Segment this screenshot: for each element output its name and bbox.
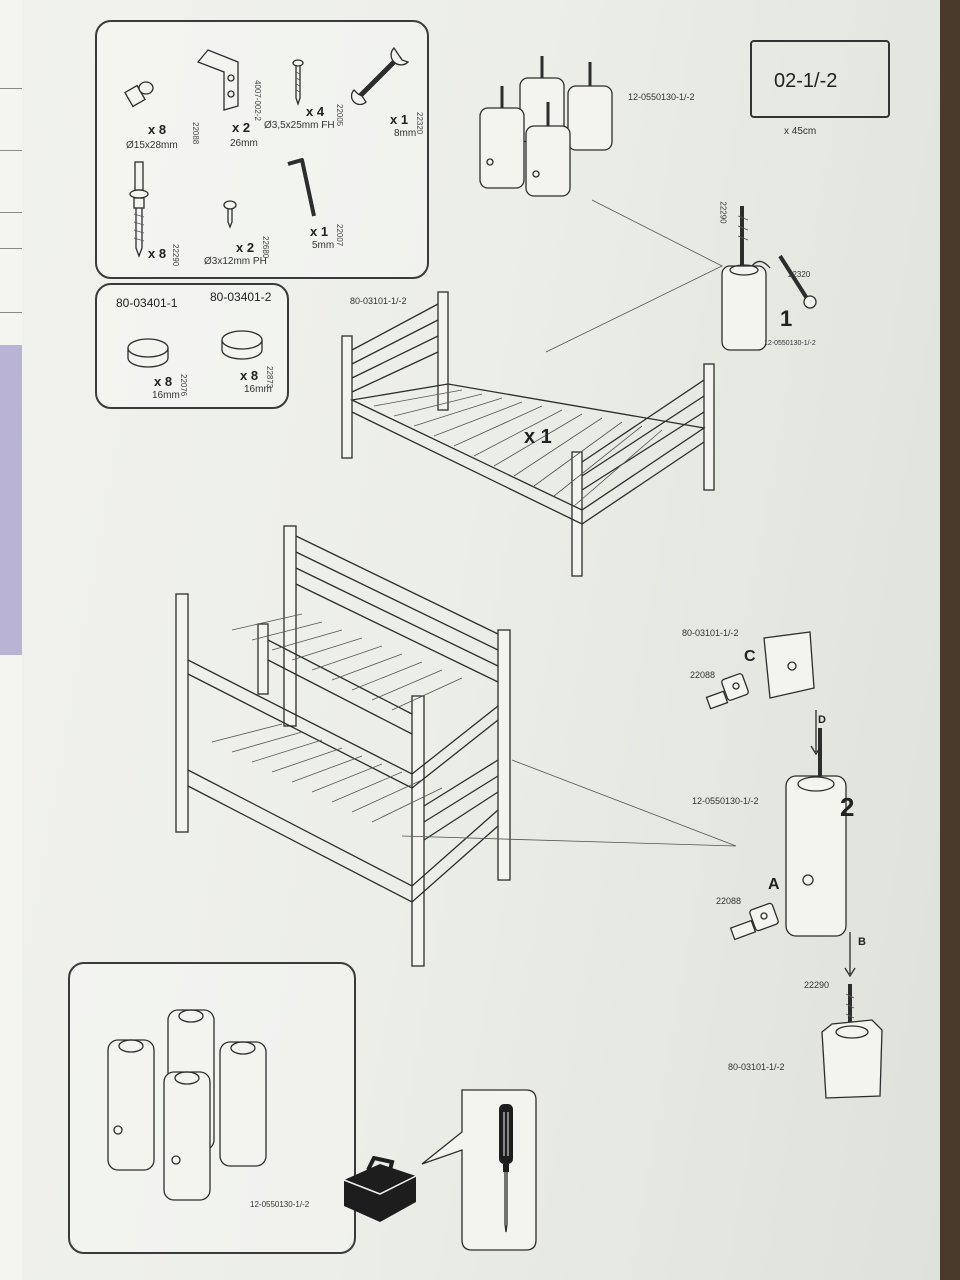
cam-bolt-icon: [129, 161, 149, 258]
posts-cluster-icon: [479, 56, 613, 197]
label-c: C: [744, 648, 756, 665]
foot-label: 80-03101-1/-2: [728, 1062, 785, 1072]
screw-icon: [292, 59, 304, 107]
hardware-panel: [95, 20, 429, 279]
wrench-icon: [350, 46, 410, 106]
bed-qty: x 1: [524, 426, 552, 448]
bracket-icon: [196, 49, 239, 111]
dowel-c-icon: [705, 673, 749, 710]
felt-pad-icon: [221, 330, 263, 360]
felt-pad-icon: [127, 338, 169, 368]
item-size: 26mm: [230, 138, 258, 149]
item-size: 5mm: [312, 240, 335, 251]
posts-panel-label: 12-0550130-1/-2: [250, 1200, 310, 1209]
wrench-code: 22320: [788, 270, 811, 279]
item-size: Ø3x12mm PH: [204, 256, 267, 267]
bolt-into-foot-icon: [821, 984, 883, 1099]
post-bolt-detail-icon: [721, 206, 817, 351]
item-qty: x 4: [306, 104, 325, 119]
post-label: 12-0550130-1/-2: [692, 796, 759, 806]
item-qty: x 1: [310, 224, 329, 239]
bolt-code: 22290: [804, 980, 830, 990]
pad-title: 80-03401-1: [116, 296, 178, 310]
item-size: Ø15x28mm: [126, 140, 178, 151]
item-qty: x 2: [232, 120, 251, 135]
pad-size: 16mm: [244, 384, 272, 395]
item-qty: x 8: [148, 246, 167, 261]
step1-leader-lines: [545, 199, 723, 353]
cam-dowel-icon: [124, 81, 154, 108]
screwdriver-icon: [499, 1104, 513, 1233]
item-size: 8mm: [394, 128, 417, 139]
instruction-sheet: 02-1/-2 x 45cm x 8 Ø15x28mm 22088 x 2 26…: [22, 0, 940, 1280]
step2-top-label: 80-03101-1/-2: [682, 628, 739, 638]
model-code: 02-1/-2: [774, 70, 838, 92]
pad-qty: x 8: [154, 374, 173, 389]
label-d: D: [818, 714, 826, 726]
label-b: B: [858, 936, 866, 948]
dowel-c-code: 22088: [690, 670, 716, 680]
single-bed-drawing: [341, 291, 715, 577]
label-a: A: [768, 876, 780, 893]
bed-frame-label: 80-03101-1/-2: [350, 296, 407, 306]
posts-group-icon: [107, 1009, 267, 1201]
step-number: 2: [840, 792, 855, 822]
step-number: 1: [780, 306, 793, 331]
item-size: Ø3,5x25mm FH: [264, 120, 335, 131]
allen-key-icon: [287, 158, 316, 217]
toolbox-icon: [343, 1155, 417, 1222]
bunk-bed-drawing: [175, 525, 511, 967]
item-qty: x 1: [390, 112, 409, 127]
size-note: x 45cm: [784, 126, 817, 137]
post-detail-icon: [785, 728, 847, 937]
arrow-b-icon: [844, 932, 856, 978]
pad-title: 80-03401-2: [210, 290, 272, 304]
post-label: 12-0550130-1/-2: [764, 340, 816, 347]
pad-size: 16mm: [152, 390, 180, 401]
dowel-a-code: 22088: [716, 896, 742, 906]
dowel-a-icon: [729, 902, 779, 941]
step2-leader-lines: [401, 759, 737, 847]
model-code-box: [750, 40, 890, 118]
posts-label: 12-0550130-1/-2: [628, 92, 695, 102]
small-screw-icon: [223, 200, 237, 229]
item-qty: x 2: [236, 240, 255, 255]
pad-qty: x 8: [240, 368, 259, 383]
item-qty: x 8: [148, 122, 167, 137]
rail-end-detail-icon: [763, 631, 815, 699]
